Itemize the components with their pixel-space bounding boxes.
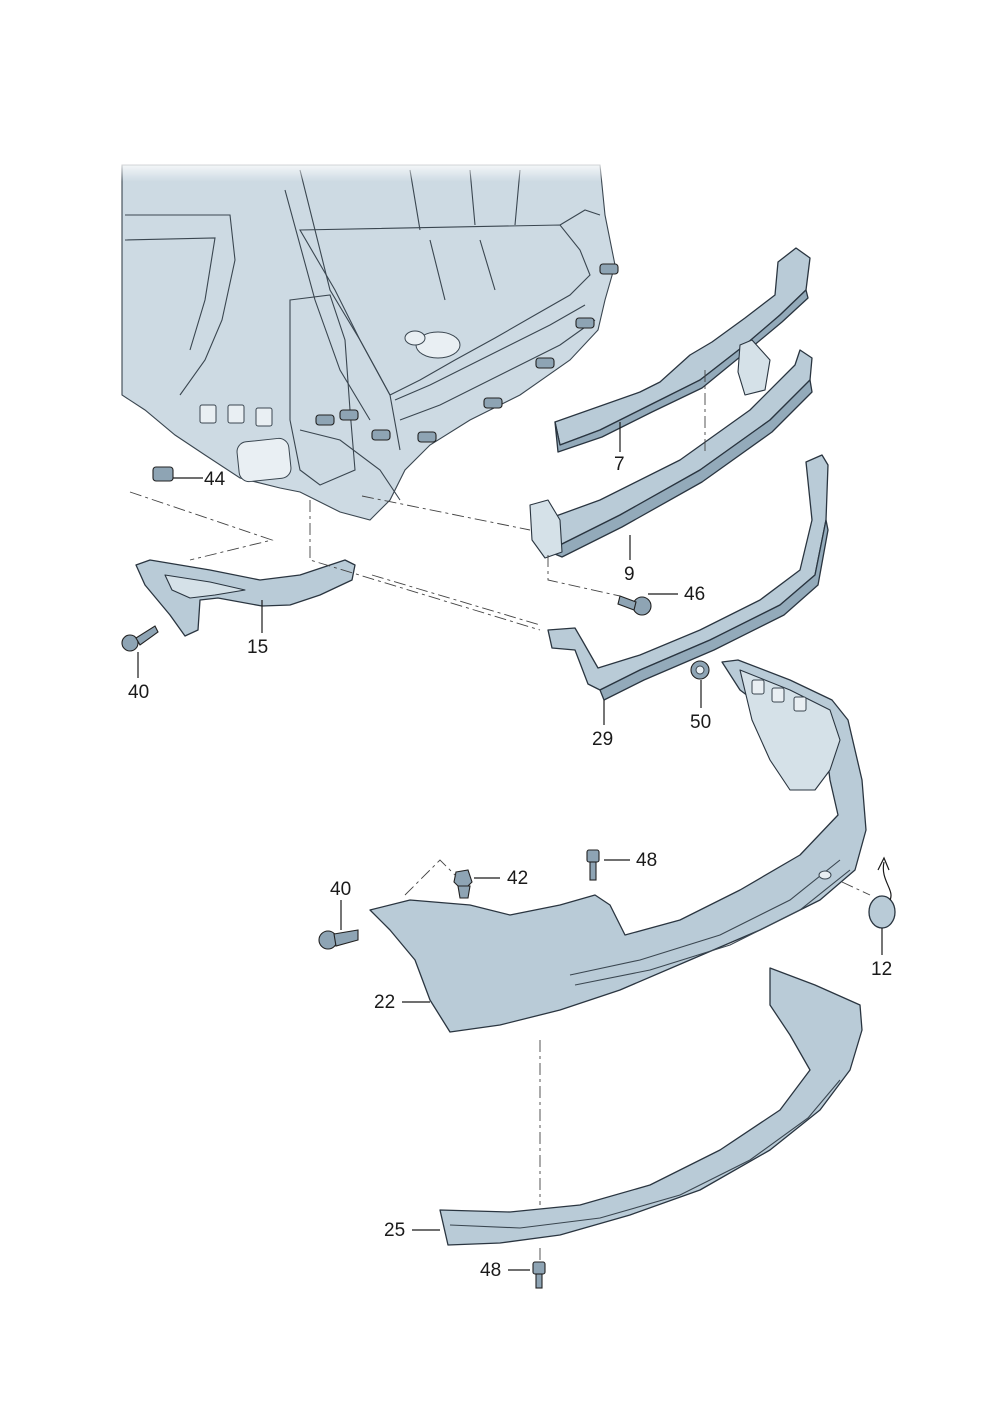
fastener-42 (152, 466, 174, 482)
callout-25: 25 (384, 1220, 405, 1241)
callout-12: 12 (871, 959, 892, 980)
part-12-cap (868, 856, 896, 929)
fastener-40-lower (318, 929, 359, 950)
callout-50: 50 (690, 712, 711, 733)
fastener-44 (453, 869, 473, 899)
callout-29: 29 (592, 729, 613, 750)
callout-40-upper: 40 (128, 682, 149, 703)
assembly-lines (129, 370, 871, 1262)
part-15-side-bracket (135, 559, 356, 637)
callout-46: 46 (684, 584, 705, 605)
callout-48-lower: 48 (480, 1260, 501, 1281)
callout-7: 7 (614, 454, 625, 475)
part-25-lower-spoiler (439, 967, 863, 1246)
fastener-50 (690, 660, 710, 680)
fastener-48-lower (532, 1261, 546, 1289)
fastener-40-upper (121, 625, 159, 652)
part-22-bumper-cover (369, 659, 867, 1033)
car-body-rear-section (118, 160, 619, 521)
fastener-48-upper (586, 849, 600, 881)
callout-15: 15 (247, 637, 268, 658)
fastener-46 (617, 595, 652, 616)
part-9-bumper-carrier (529, 339, 813, 559)
callout-44: 42 (507, 868, 528, 889)
part-7-impact-absorber (554, 247, 811, 453)
callout-40-lower: 40 (330, 879, 351, 900)
callout-42: 44 (204, 469, 226, 490)
callout-9: 9 (624, 564, 635, 585)
leader-lines (137, 422, 883, 1271)
callout-labels: 44 7 9 46 15 40 29 50 48 42 40 12 22 25 … (128, 454, 892, 1281)
callout-48-upper: 48 (636, 850, 657, 871)
callout-22: 22 (374, 992, 395, 1013)
part-29-guide-bracket (547, 454, 829, 701)
